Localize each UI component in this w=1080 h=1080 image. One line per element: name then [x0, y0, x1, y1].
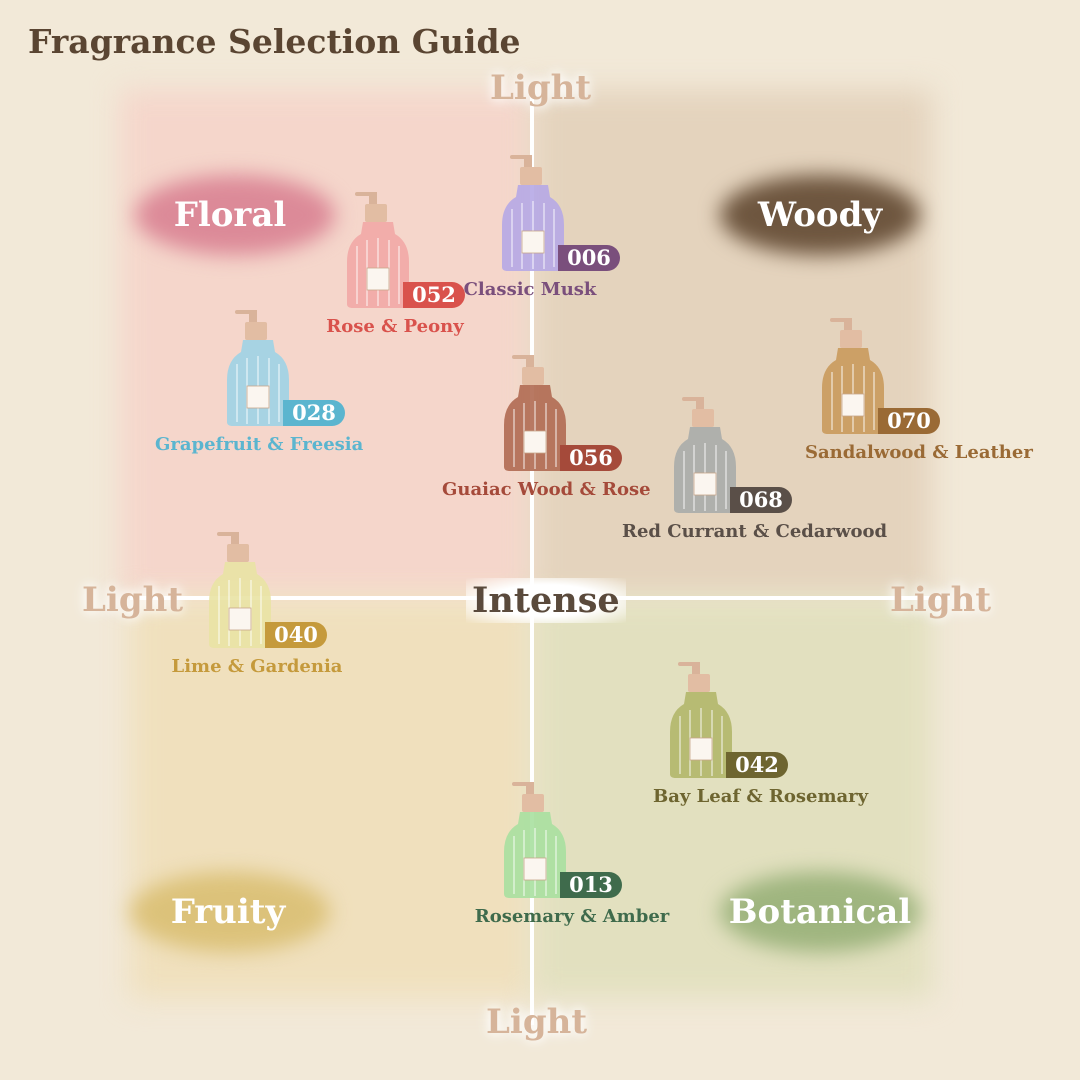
product-name: Lime & Gardenia [171, 656, 343, 677]
category-fruity: Fruity [170, 892, 286, 932]
product-code-badge: 052 [403, 282, 465, 308]
product-code-badge: 070 [878, 408, 940, 434]
product-code-badge: 028 [283, 400, 345, 426]
axis-label-center: Intense [466, 578, 626, 623]
axis-label-top: Light [490, 68, 592, 108]
floral-quadrant [120, 90, 532, 598]
bottle-icon [504, 782, 566, 898]
product-name: Rosemary & Amber [474, 906, 670, 927]
woody-blob [720, 175, 920, 255]
product-013[interactable]: 013 Rosemary & Amber [475, 780, 702, 940]
product-056[interactable]: 056 Guaiac Wood & Rose [442, 353, 702, 513]
axis-label-right: Light [890, 580, 992, 620]
vertical-axis [530, 95, 534, 1025]
floral-blob [135, 175, 335, 255]
product-name: Sandalwood & Leather [805, 442, 1033, 463]
product-name: Bay Leaf & Rosemary [653, 786, 869, 807]
bottle-icon [822, 318, 884, 434]
product-name: Guaiac Wood & Rose [442, 479, 651, 500]
product-042[interactable]: 042 Bay Leaf & Rosemary [653, 660, 868, 820]
product-028[interactable]: 028 Grapefruit & Freesia [155, 308, 425, 468]
product-070[interactable]: 070 Sandalwood & Leather [805, 316, 1033, 476]
product-name: Grapefruit & Freesia [155, 434, 364, 455]
botanical-blob [720, 872, 920, 952]
bottle-icon [502, 155, 564, 271]
product-040[interactable]: 040 Lime & Gardenia [172, 530, 407, 690]
fruity-blob [130, 872, 330, 952]
bottle-icon [504, 355, 566, 471]
axis-label-left: Light [82, 580, 184, 620]
product-006[interactable]: 006 Classic Musk [464, 153, 700, 313]
axis-label-bottom: Light [486, 1002, 588, 1042]
product-068[interactable]: 068 Red Currant & Cedarwood [622, 395, 887, 555]
product-name: Rose & Peony [326, 316, 464, 337]
category-woody: Woody [757, 195, 883, 235]
bottle-icon [209, 532, 271, 648]
page-title: Fragrance Selection Guide [28, 22, 521, 61]
product-code-badge: 006 [558, 245, 620, 271]
product-name: Classic Musk [463, 279, 597, 300]
product-code-badge: 056 [560, 445, 622, 471]
product-052[interactable]: 052 Rose & Peony [326, 190, 545, 350]
category-floral: Floral [173, 195, 287, 235]
product-code-badge: 013 [560, 872, 622, 898]
bottle-icon [227, 310, 289, 426]
woody-quadrant [532, 90, 932, 598]
product-code-badge: 042 [726, 752, 788, 778]
category-botanical: Botanical [728, 892, 912, 932]
bottle-icon [347, 192, 409, 308]
product-code-badge: 040 [265, 622, 327, 648]
product-name: Red Currant & Cedarwood [622, 521, 888, 542]
bottle-icon [670, 662, 732, 778]
product-code-badge: 068 [730, 487, 792, 513]
bottle-icon [674, 397, 736, 513]
